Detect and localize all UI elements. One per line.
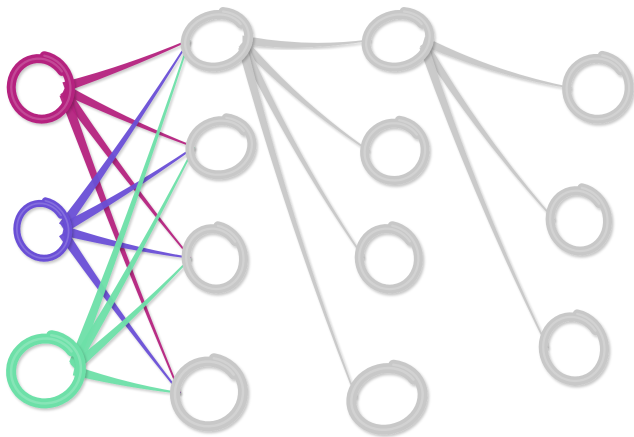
node-src-2 bbox=[13, 197, 73, 262]
node-ring-layer2-1 bbox=[361, 7, 435, 72]
node-src-3 bbox=[6, 330, 86, 409]
node-ring-highlight-layer3-1 bbox=[565, 54, 631, 121]
node-ring-highlight-layer1-4 bbox=[173, 357, 245, 428]
node-ring-highlight-layer2-2 bbox=[363, 119, 427, 182]
edge-src-1-to-layer1-1 bbox=[62, 39, 190, 92]
node-ring-highlight-layer2-3 bbox=[358, 224, 420, 291]
node-layer2-2 bbox=[360, 115, 430, 185]
node-layer1-3 bbox=[181, 221, 248, 294]
node-layer3-1 bbox=[562, 50, 634, 124]
edge-src-3-to-layer1-4 bbox=[72, 365, 181, 394]
edge-src-1-to-layer1-2 bbox=[62, 84, 195, 148]
node-layer2-4 bbox=[346, 359, 428, 435]
edge-src-3-to-layer1-3 bbox=[70, 257, 192, 372]
node-layer2-3 bbox=[354, 221, 423, 294]
edge-src-2-to-layer1-3 bbox=[62, 225, 191, 259]
node-layer1-1 bbox=[180, 7, 254, 72]
nodes-layer bbox=[6, 7, 634, 435]
node-ring-highlight-layer1-1 bbox=[183, 10, 250, 69]
node-layer2-1 bbox=[361, 7, 435, 72]
node-layer1-2 bbox=[185, 113, 257, 180]
node-ring-highlight-layer3-2 bbox=[548, 186, 609, 253]
node-ring-highlight-layer1-2 bbox=[188, 116, 254, 176]
edge-layer1-1-to-layer2-3 bbox=[238, 42, 365, 259]
edge-src-3-to-layer1-2 bbox=[69, 146, 195, 368]
edges-layer bbox=[58, 35, 572, 399]
node-ring-highlight-src-1 bbox=[10, 54, 72, 121]
edge-layer2-1-to-layer3-3 bbox=[419, 44, 549, 349]
node-ring-highlight-src-2 bbox=[15, 199, 70, 260]
node-ring-layer1-1 bbox=[180, 7, 254, 72]
node-layer3-2 bbox=[545, 183, 612, 256]
node-ring-highlight-layer2-1 bbox=[364, 10, 431, 69]
node-ring-highlight-layer1-3 bbox=[184, 224, 245, 291]
edge-src-2-to-layer1-1 bbox=[58, 39, 191, 229]
edge-src-2-to-layer1-2 bbox=[60, 146, 195, 233]
node-layer3-3 bbox=[538, 309, 609, 386]
edge-layer2-1-to-layer3-2 bbox=[419, 40, 556, 221]
edge-layer1-1-to-layer2-1 bbox=[242, 35, 371, 48]
edge-src-3-to-layer1-1 bbox=[69, 39, 191, 366]
node-ring-highlight-layer3-3 bbox=[542, 312, 606, 383]
edge-layer1-1-to-layer2-4 bbox=[238, 45, 358, 399]
node-layer1-4 bbox=[169, 353, 248, 432]
edge-src-2-to-layer1-4 bbox=[59, 230, 181, 394]
edge-layer1-1-to-layer2-2 bbox=[239, 38, 370, 152]
node-src-1 bbox=[6, 51, 75, 124]
node-ring-highlight-src-3 bbox=[9, 333, 83, 405]
node-ring-highlight-layer2-4 bbox=[350, 363, 424, 431]
